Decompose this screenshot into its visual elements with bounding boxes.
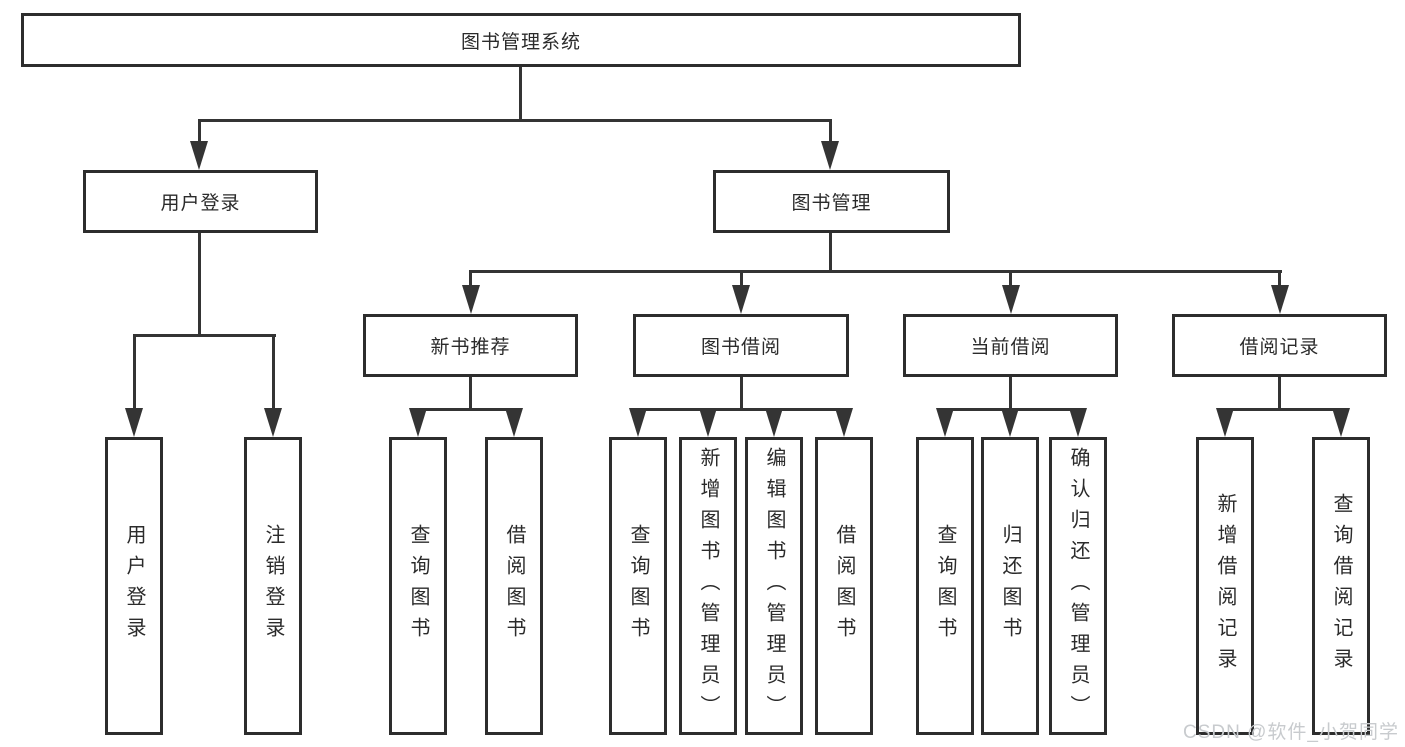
leaf-query-books-borrowing-label: 查询图书 bbox=[627, 524, 649, 648]
connector-records-vline bbox=[1278, 377, 1281, 410]
leaf-edit-books-admin: 编辑图书（管理员） bbox=[745, 437, 803, 735]
arrow-recommend-leaf2-icon bbox=[505, 408, 523, 437]
leaf-query-books-borrowing: 查询图书 bbox=[609, 437, 667, 735]
node-user-login-label: 用户登录 bbox=[160, 193, 241, 214]
node-library-management-system: 图书管理系统 bbox=[21, 13, 1021, 67]
leaf-logout-login: 注销登录 bbox=[244, 437, 302, 735]
leaf-query-books-current-label: 查询图书 bbox=[934, 524, 956, 648]
connector-root-vline bbox=[518, 67, 522, 121]
leaf-add-books-admin: 新增图书（管理员） bbox=[679, 437, 737, 735]
arrow-current-leaf2-icon bbox=[1001, 408, 1019, 437]
leaf-borrow-books-borrowing-label: 借阅图书 bbox=[833, 524, 855, 648]
connector-records-hline bbox=[1223, 407, 1343, 411]
connector-user-login-vline bbox=[197, 233, 201, 336]
leaf-borrow-books-recommend: 借阅图书 bbox=[485, 437, 543, 735]
connector-book-management-stem bbox=[828, 118, 832, 144]
connector-recommend-vline bbox=[469, 377, 472, 410]
connector-book-management-hline bbox=[469, 270, 1282, 273]
arrow-to-recommend-icon bbox=[461, 285, 480, 314]
arrow-current-leaf1-icon bbox=[936, 408, 954, 437]
leaf-add-books-admin-label: 新增图书（管理员） bbox=[697, 446, 719, 726]
connector-borrowing-hline bbox=[636, 407, 847, 411]
arrow-to-leaf-user-login-icon bbox=[125, 408, 143, 437]
arrow-to-leaf-logout-icon bbox=[264, 408, 282, 437]
leaf-add-borrow-record: 新增借阅记录 bbox=[1196, 437, 1254, 735]
connector-recommend-hline bbox=[416, 407, 517, 411]
connector-borrowing-vline bbox=[739, 377, 743, 410]
connector-current-stem bbox=[1009, 270, 1012, 287]
leaf-logout-login-label: 注销登录 bbox=[262, 524, 284, 648]
arrow-records-leaf2-icon bbox=[1332, 408, 1350, 437]
arrow-to-current-icon bbox=[1001, 285, 1020, 314]
leaf-return-books-label: 归还图书 bbox=[999, 524, 1021, 648]
arrow-current-leaf3-icon bbox=[1069, 408, 1087, 437]
leaf-add-borrow-record-label: 新增借阅记录 bbox=[1214, 493, 1236, 679]
node-library-management-system-label: 图书管理系统 bbox=[460, 31, 581, 53]
leaf-edit-books-admin-label: 编辑图书（管理员） bbox=[763, 446, 785, 726]
node-book-management-label: 图书管理 bbox=[791, 193, 872, 214]
arrow-borrowing-leaf3-icon bbox=[765, 408, 783, 437]
connector-root-hline bbox=[197, 118, 832, 122]
leaf-user-login: 用户登录 bbox=[105, 437, 163, 735]
leaf-return-books: 归还图书 bbox=[981, 437, 1039, 735]
node-book-borrowing-label: 图书借阅 bbox=[700, 337, 781, 358]
leaf-query-books-recommend-label: 查询图书 bbox=[407, 524, 429, 648]
connector-leaf-logout-stem bbox=[271, 333, 275, 409]
connector-borrowing-stem bbox=[739, 270, 743, 287]
leaf-query-borrow-record-label: 查询借阅记录 bbox=[1330, 493, 1352, 679]
arrow-borrowing-leaf2-icon bbox=[699, 408, 717, 437]
arrow-to-user-login-icon bbox=[190, 141, 208, 170]
node-user-login: 用户登录 bbox=[83, 170, 318, 233]
node-book-management: 图书管理 bbox=[713, 170, 950, 233]
arrow-to-records-icon bbox=[1270, 285, 1289, 314]
node-new-book-recommendation: 新书推荐 bbox=[363, 314, 578, 377]
node-current-borrowing: 当前借阅 bbox=[903, 314, 1118, 377]
connector-current-vline bbox=[1009, 377, 1012, 410]
leaf-query-borrow-record: 查询借阅记录 bbox=[1312, 437, 1370, 735]
node-book-borrowing: 图书借阅 bbox=[633, 314, 849, 377]
arrow-borrowing-leaf4-icon bbox=[835, 408, 853, 437]
leaf-borrow-books-borrowing: 借阅图书 bbox=[815, 437, 873, 735]
node-current-borrowing-label: 当前借阅 bbox=[970, 337, 1051, 358]
connector-records-stem bbox=[1278, 270, 1281, 287]
arrow-borrowing-leaf1-icon bbox=[629, 408, 647, 437]
connector-book-management-vline bbox=[828, 233, 832, 273]
node-borrowing-records-label: 借阅记录 bbox=[1239, 337, 1320, 358]
connector-user-login-hline bbox=[132, 333, 276, 337]
node-new-book-recommendation-label: 新书推荐 bbox=[430, 337, 511, 358]
leaf-confirm-return-admin-label: 确认归还（管理员） bbox=[1067, 446, 1089, 726]
leaf-query-books-current: 查询图书 bbox=[916, 437, 974, 735]
leaf-borrow-books-recommend-label: 借阅图书 bbox=[503, 524, 525, 648]
leaf-confirm-return-admin: 确认归还（管理员） bbox=[1049, 437, 1107, 735]
connector-user-login-stem bbox=[197, 118, 201, 144]
watermark: CSDN @软件_小贺同学 bbox=[1183, 722, 1399, 743]
connector-recommend-stem bbox=[469, 270, 472, 287]
arrow-recommend-leaf1-icon bbox=[409, 408, 427, 437]
arrow-records-leaf1-icon bbox=[1216, 408, 1234, 437]
leaf-user-login-label: 用户登录 bbox=[123, 524, 145, 648]
node-borrowing-records: 借阅记录 bbox=[1172, 314, 1387, 377]
leaf-query-books-recommend: 查询图书 bbox=[389, 437, 447, 735]
arrow-to-borrowing-icon bbox=[732, 285, 750, 314]
arrow-to-book-management-icon bbox=[821, 141, 839, 170]
connector-leaf-user-login-stem bbox=[132, 333, 136, 409]
